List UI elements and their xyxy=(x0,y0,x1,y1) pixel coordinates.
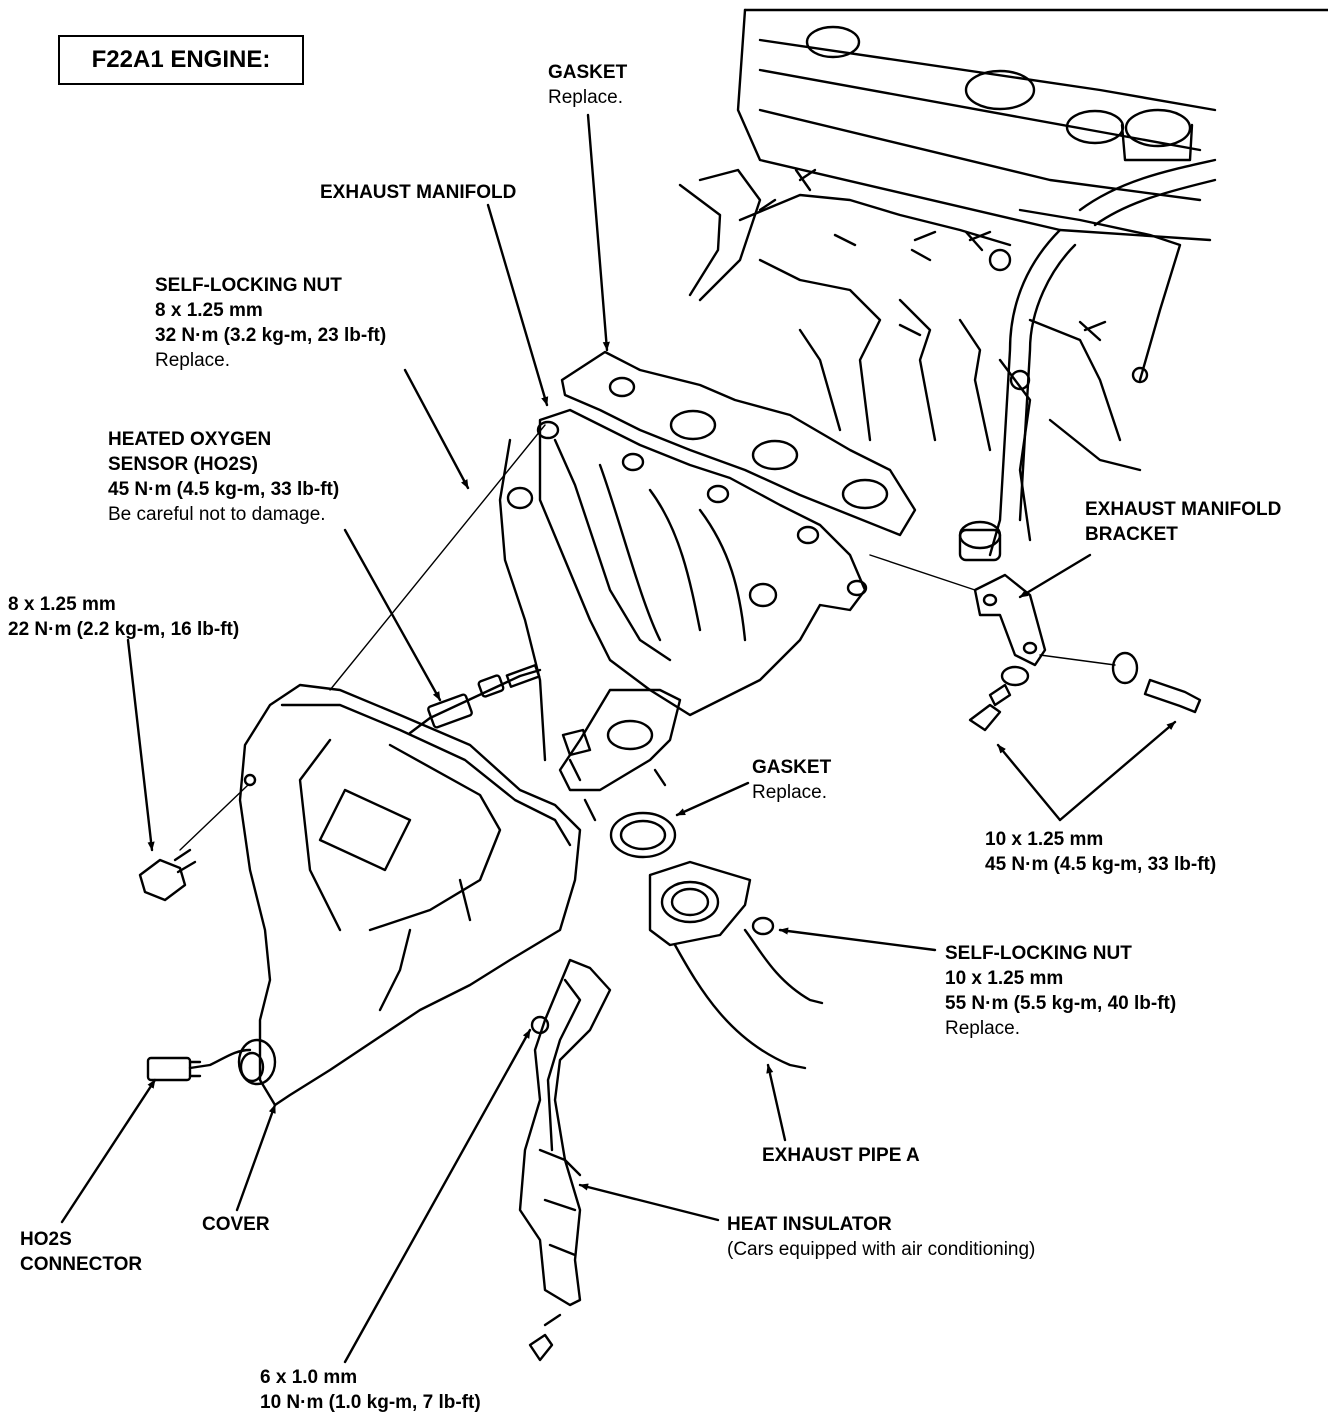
label-bolt-6: 6 x 1.0 mm 10 N·m (1.0 kg-m, 7 lb-ft) xyxy=(260,1365,481,1415)
diagram-title: F22A1 ENGINE: xyxy=(58,35,304,85)
label-nut-top-torque: 32 N·m (3.2 kg-m, 23 lb-ft) xyxy=(155,325,387,346)
label-exhaust-pipe-name: EXHAUST PIPE A xyxy=(762,1145,920,1166)
manifold-cover xyxy=(237,683,582,1107)
label-gasket-lower: GASKET Replace. xyxy=(752,755,831,805)
label-nut-lower-torque: 55 N·m (5.5 kg-m, 40 lb-ft) xyxy=(945,993,1177,1014)
label-exhaust-manifold: EXHAUST MANIFOLD xyxy=(320,180,516,205)
label-bolt-10: 10 x 1.25 mm 45 N·m (4.5 kg-m, 33 lb-ft) xyxy=(985,827,1216,877)
label-bolt-10-size: 10 x 1.25 mm xyxy=(985,829,1104,850)
leader-lines xyxy=(60,113,1177,1364)
exhaust-pipe-a xyxy=(648,860,824,1070)
label-ho2s-torque: 45 N·m (4.5 kg-m, 33 lb-ft) xyxy=(108,479,340,500)
label-nut-lower-note: Replace. xyxy=(945,1018,1020,1039)
label-nut-lower-size: 10 x 1.25 mm xyxy=(945,968,1064,989)
label-bolt-6-size: 6 x 1.0 mm xyxy=(260,1367,358,1388)
label-heat-insulator-note: (Cars equipped with air conditioning) xyxy=(727,1239,1036,1260)
label-bolt-10-torque: 45 N·m (4.5 kg-m, 33 lb-ft) xyxy=(985,854,1217,875)
label-gasket-lower-name: GASKET xyxy=(752,757,832,778)
label-self-locking-nut-lower: SELF-LOCKING NUT 10 x 1.25 mm 55 N·m (5.… xyxy=(945,941,1176,1041)
label-ho2s-name-2: SENSOR (HO2S) xyxy=(108,454,258,475)
manifold-gasket xyxy=(560,350,917,537)
label-ho2s-note: Be careful not to damage. xyxy=(108,504,326,525)
label-bolt-8-size: 8 x 1.25 mm xyxy=(8,594,116,615)
label-ho2s: HEATED OXYGEN SENSOR (HO2S) 45 N·m (4.5 … xyxy=(108,427,339,527)
label-gasket-top-note: Replace. xyxy=(548,87,623,108)
label-bracket-name-2: BRACKET xyxy=(1085,524,1178,545)
label-exhaust-manifold-name: EXHAUST MANIFOLD xyxy=(320,182,517,203)
engine-block xyxy=(678,8,1328,562)
ho2s-sensor xyxy=(408,664,542,735)
label-gasket-top: GASKET Replace. xyxy=(548,60,627,110)
label-bolt-6-torque: 10 N·m (1.0 kg-m, 7 lb-ft) xyxy=(260,1392,481,1413)
manifold-bracket xyxy=(968,573,1202,732)
label-self-locking-nut-top: SELF-LOCKING NUT 8 x 1.25 mm 32 N·m (3.2… xyxy=(155,273,386,373)
label-gasket-lower-note: Replace. xyxy=(752,782,827,803)
label-nut-top-name: SELF-LOCKING NUT xyxy=(155,275,342,296)
label-ho2s-name-1: HEATED OXYGEN xyxy=(108,429,272,450)
label-gasket-top-name: GASKET xyxy=(548,62,628,83)
label-ho2s-connector-name-1: HO2S xyxy=(20,1229,72,1250)
label-nut-top-size: 8 x 1.25 mm xyxy=(155,300,263,321)
cover-bolt xyxy=(138,848,197,902)
label-cover: COVER xyxy=(202,1212,270,1237)
label-heat-insulator-name: HEAT INSULATOR xyxy=(727,1214,892,1235)
label-bolt-8-torque: 22 N·m (2.2 kg-m, 16 lb-ft) xyxy=(8,619,240,640)
pipe-gasket xyxy=(609,811,677,859)
exhaust-manifold xyxy=(498,408,868,822)
ho2s-connector xyxy=(146,1048,252,1082)
label-ho2s-connector-name-2: CONNECTOR xyxy=(20,1254,143,1275)
label-ho2s-connector: HO2S CONNECTOR xyxy=(20,1227,142,1277)
label-nut-top-note: Replace. xyxy=(155,350,230,371)
label-nut-lower-name: SELF-LOCKING NUT xyxy=(945,943,1132,964)
label-bracket-name-1: EXHAUST MANIFOLD xyxy=(1085,499,1282,520)
heat-insulator xyxy=(518,958,612,1362)
label-bolt-8: 8 x 1.25 mm 22 N·m (2.2 kg-m, 16 lb-ft) xyxy=(8,592,239,642)
label-heat-insulator: HEAT INSULATOR (Cars equipped with air c… xyxy=(727,1212,1035,1262)
label-bracket: EXHAUST MANIFOLD BRACKET xyxy=(1085,497,1281,547)
label-exhaust-pipe: EXHAUST PIPE A xyxy=(762,1143,920,1168)
label-cover-name: COVER xyxy=(202,1214,270,1235)
